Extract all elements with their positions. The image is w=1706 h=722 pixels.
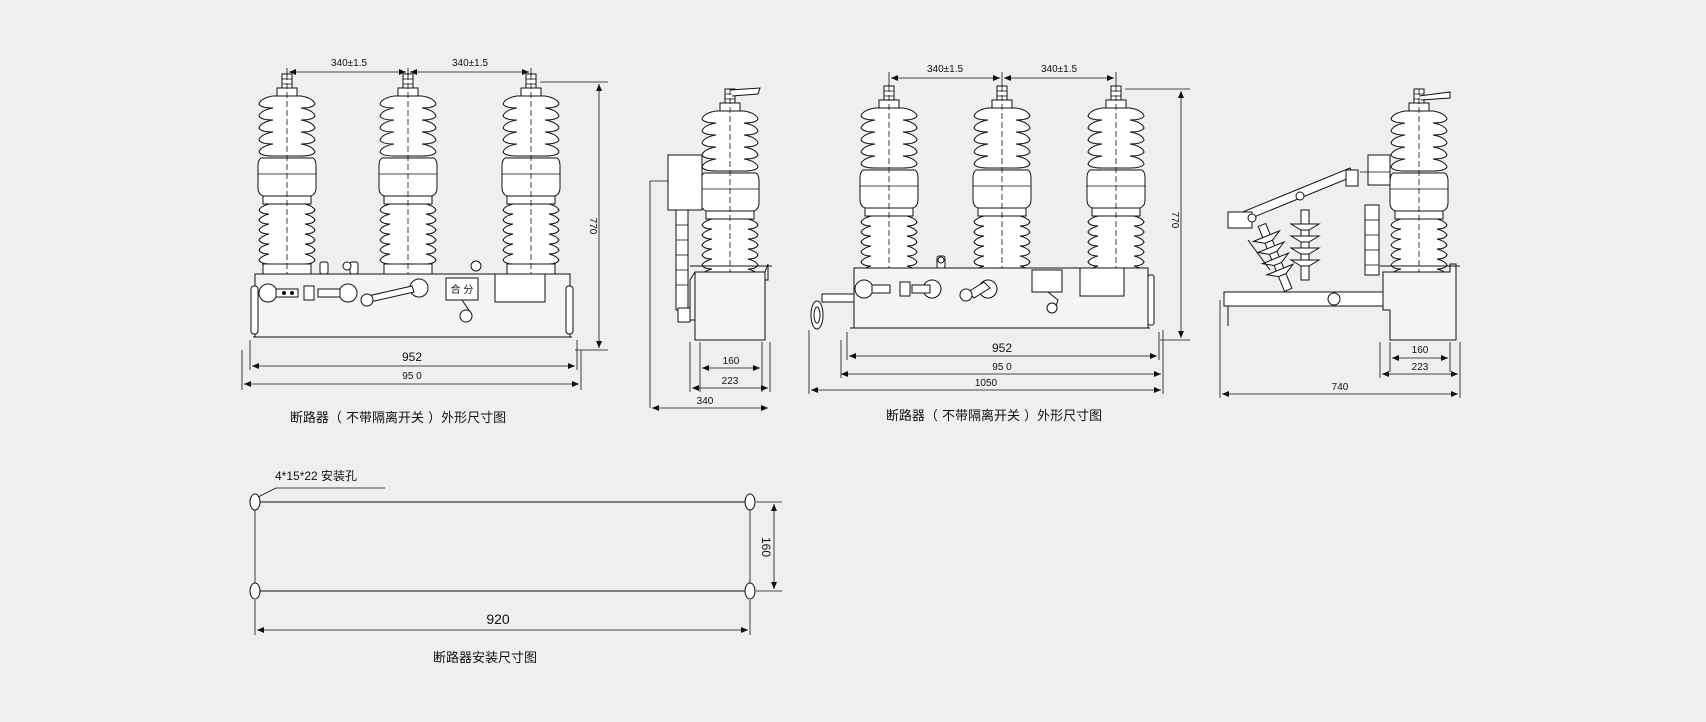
front-view-2: 340±1.5 340±1.5 770 952 95 0 1050 断路器（ 不… (808, 64, 1190, 424)
dim-side2-160: 160 (1412, 345, 1429, 356)
dim-950-2: 95 0 (992, 362, 1012, 373)
mount-hole-br (744, 582, 756, 600)
dim-pole-spacing-right-2: 340±1.5 (1041, 64, 1078, 75)
side-view-with-isolator: 160 223 740 (1219, 88, 1461, 398)
dim-side-223: 223 (722, 376, 739, 387)
dim-1050: 1050 (975, 378, 998, 389)
mount-holes-note: 4*15*22 安装孔 (275, 468, 357, 483)
dim-950: 95 0 (402, 371, 422, 382)
close-open-window-label: 合 分 (451, 283, 474, 296)
mount-hole-bl (249, 582, 261, 600)
dim-pole-spacing-left-2: 340±1.5 (927, 64, 964, 75)
mount-hole-tr (744, 493, 756, 511)
mount-dim-920: 920 (486, 611, 510, 627)
front-view-without-isolator: 合 分 340±1.5 340±1.5 770 952 95 0 断路器（ 不带… (241, 58, 608, 426)
dim-side2-740: 740 (1332, 382, 1349, 393)
mounting-plan: 4*15*22 安装孔 160 920 断路器安装尺寸图 (249, 468, 782, 666)
mount-dim-160: 160 (759, 537, 773, 557)
caption-front-1: 断路器（ 不带隔离开关 ）外形尺寸图 (290, 410, 506, 426)
dim-height-2: 770 (1169, 212, 1180, 229)
dim-pole-spacing-right: 340±1.5 (452, 58, 489, 69)
side-view-without-isolator: 160 223 340 (649, 87, 772, 411)
mount-hole-tl (249, 493, 261, 511)
dim-952-2: 952 (992, 341, 1012, 355)
dim-pole-spacing-left: 340±1.5 (331, 58, 368, 69)
caption-mounting: 断路器安装尺寸图 (433, 650, 537, 666)
dim-height: 770 (587, 218, 598, 235)
dim-side2-223: 223 (1412, 362, 1429, 373)
dim-side-160: 160 (723, 356, 740, 367)
caption-front-2: 断路器（ 不带隔离开关 ）外形尺寸图 (886, 408, 1102, 424)
dim-952: 952 (402, 350, 422, 364)
dim-side-340: 340 (697, 396, 714, 407)
